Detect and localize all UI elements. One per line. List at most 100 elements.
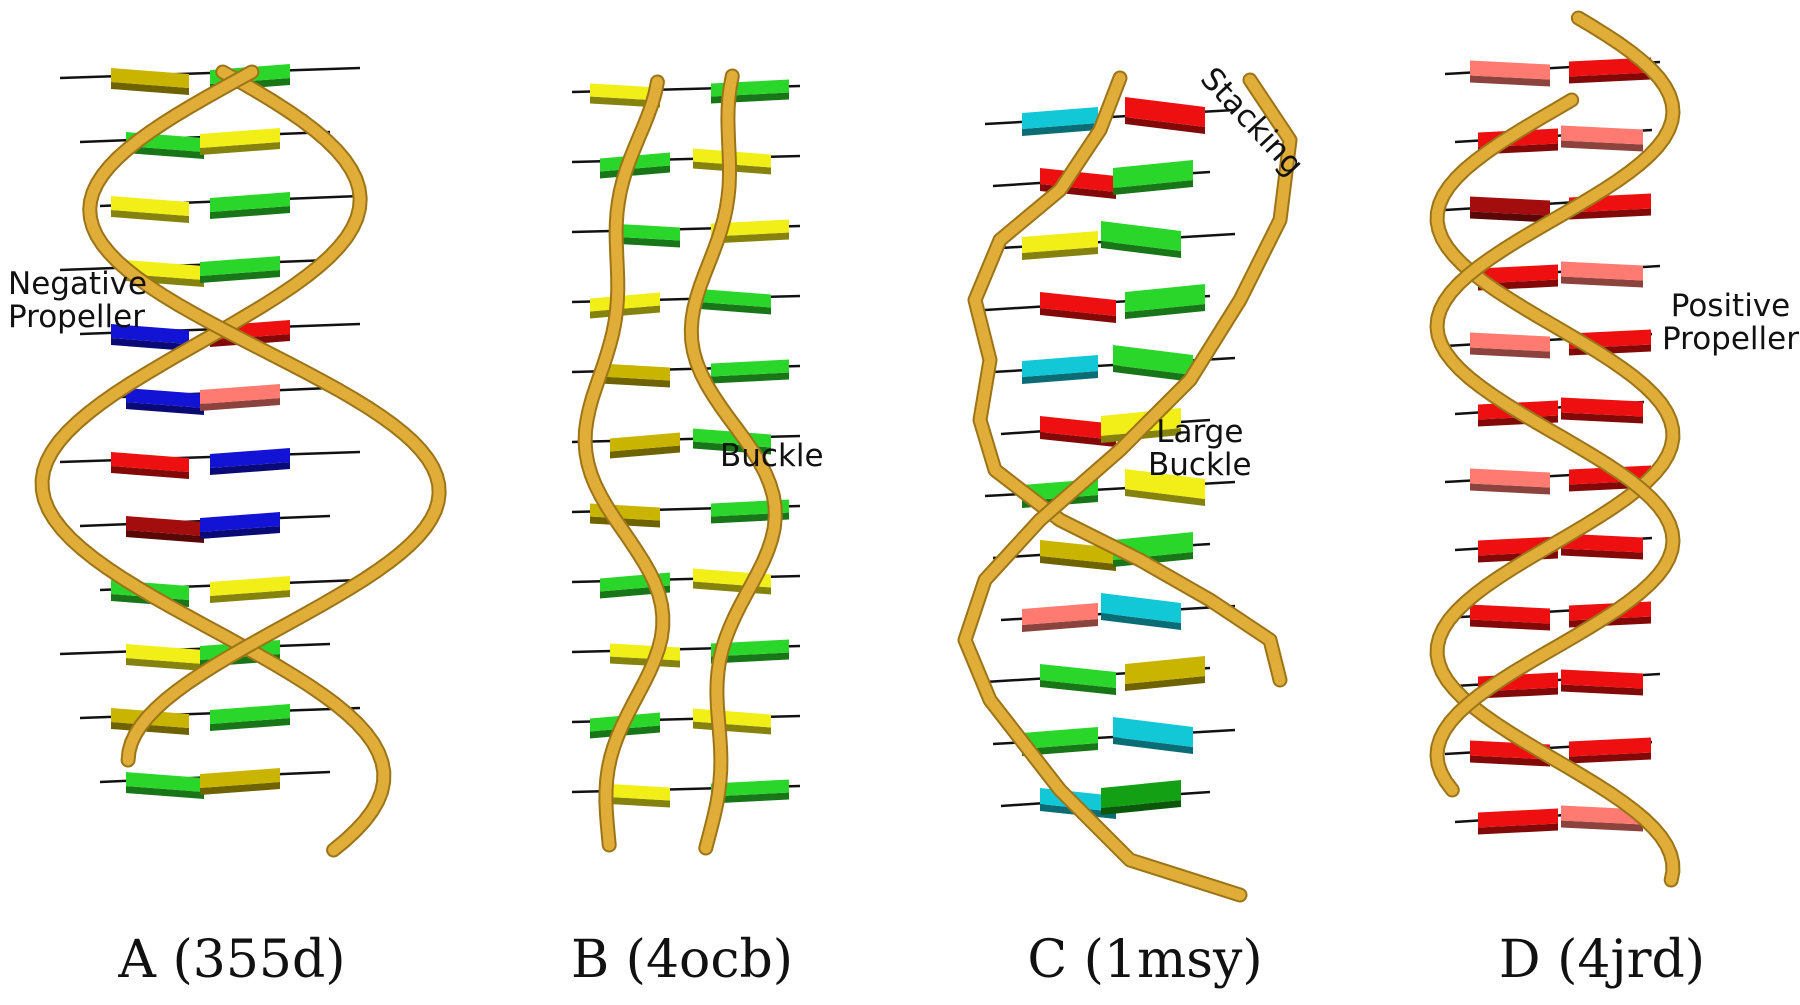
large-buckle-line1: Large [1156, 414, 1244, 450]
large-buckle-label: Large Buckle [1148, 416, 1252, 482]
base-plate [1022, 603, 1098, 625]
base-plate-side [126, 146, 204, 159]
base-plate-side [1470, 347, 1550, 359]
base-plate [1113, 160, 1193, 188]
base-plate [210, 192, 290, 212]
base-plate [1040, 664, 1116, 688]
base-plate [111, 452, 189, 472]
backbone-strand-2 [84, 66, 445, 766]
base-plate [1125, 97, 1205, 127]
panel-c-structure [957, 70, 1298, 903]
backbone-strand-1 [579, 76, 669, 851]
caption-a: A (355d) [118, 930, 346, 990]
base-plate-side [1125, 489, 1205, 506]
backbone-strand-2 [685, 70, 781, 854]
base-plate [126, 388, 204, 408]
base-plate [111, 324, 189, 344]
base-plate-side [111, 210, 189, 223]
base-plate-side [1561, 684, 1643, 696]
base-plate [610, 223, 680, 241]
base-plate-side [126, 658, 204, 671]
base-plate [1101, 593, 1181, 623]
base-plate [1470, 332, 1550, 352]
base-plate [1125, 469, 1205, 499]
base-plate [1101, 780, 1181, 808]
base-plate-side [210, 462, 290, 475]
base-plate-side [111, 466, 189, 479]
base-plate-side [610, 656, 680, 668]
base-plate-side [1125, 117, 1205, 134]
base-pair-line [59, 642, 331, 656]
negative-propeller-line2: Propeller [8, 298, 145, 335]
base-plate [1470, 604, 1550, 624]
base-plate [126, 772, 204, 792]
base-plate [1470, 196, 1550, 216]
base-plate-side [590, 305, 660, 319]
base-plate-side [1113, 737, 1193, 754]
base-plate-side [111, 722, 189, 735]
base-plate [1569, 737, 1651, 757]
base-plate [1125, 284, 1205, 312]
base-plate [1470, 60, 1550, 80]
base-plate-side [210, 206, 290, 219]
large-buckle-line2: Buckle [1148, 446, 1252, 483]
buckle-label: Buckle [720, 438, 824, 474]
base-plate-side [1569, 752, 1651, 764]
base-pair-line [59, 258, 331, 272]
caption-b: B (4ocb) [570, 930, 794, 990]
base-plate [210, 576, 290, 596]
base-plate [1561, 125, 1643, 145]
base-plate [1561, 261, 1643, 281]
base-plate [1022, 727, 1098, 749]
base-plate-side [1022, 743, 1098, 756]
base-plate-side [1022, 123, 1098, 136]
panel-d-structure [1429, 10, 1681, 888]
base-plate [1101, 221, 1181, 251]
base-plate-side [610, 236, 680, 248]
base-plate-side [200, 782, 280, 795]
base-plate-side [693, 301, 771, 315]
base-plate-side [1113, 365, 1193, 382]
base-plate [711, 359, 789, 377]
backbone-strand-1 [36, 66, 390, 856]
base-plate-side [200, 270, 280, 283]
base-plate [590, 83, 660, 101]
base-plate-side [1561, 548, 1643, 560]
base-plate-side [126, 530, 204, 543]
base-plate [1022, 355, 1098, 377]
base-plate [1040, 292, 1116, 316]
base-plate-side [1569, 72, 1651, 84]
base-plate [1561, 397, 1643, 417]
base-plate [1113, 345, 1193, 375]
base-plate-side [1561, 820, 1643, 832]
base-plate [1113, 717, 1193, 747]
base-plate [711, 219, 789, 237]
base-plate-side [1040, 556, 1116, 571]
base-plate-side [1478, 823, 1558, 835]
backbone-strand-1 [969, 72, 1286, 686]
base-plate-side [1470, 483, 1550, 495]
base-plate [210, 448, 290, 468]
base-plate-side [1040, 680, 1116, 695]
base-plate [1040, 416, 1116, 440]
base-plate-side [1470, 619, 1550, 631]
base-plate-side [1569, 208, 1651, 220]
base-plate-side [711, 232, 789, 244]
base-plate [600, 783, 670, 801]
positive-propeller-label: Positive Propeller [1662, 290, 1799, 356]
base-plate-side [600, 376, 670, 388]
caption-d: D (4jrd) [1498, 930, 1706, 990]
base-plate [1478, 808, 1558, 828]
base-plate [111, 68, 189, 88]
base-plate [711, 779, 789, 797]
base-plate [1478, 264, 1558, 284]
base-plate-side [1040, 308, 1116, 323]
panel-a-structure [34, 64, 447, 858]
base-plate-side [1101, 241, 1181, 258]
base-plate-side [1561, 140, 1643, 152]
base-plate [1470, 468, 1550, 488]
base-plate-side [1470, 75, 1550, 87]
base-plate [210, 704, 290, 724]
base-plate [600, 363, 670, 381]
base-plate-side [600, 796, 670, 808]
